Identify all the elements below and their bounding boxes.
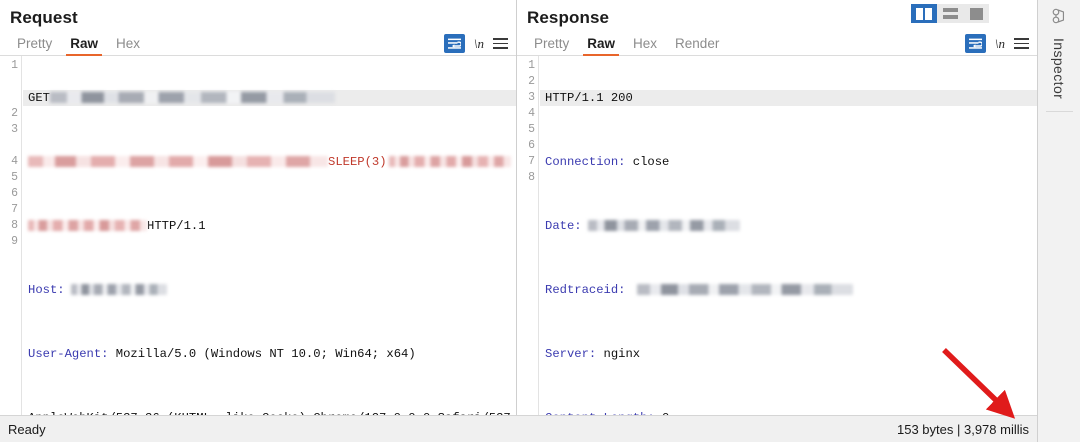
header-name-connection: Connection: <box>545 155 626 169</box>
request-line-1: GET <box>23 90 516 106</box>
tab-request-raw[interactable]: Raw <box>61 36 107 56</box>
header-value-server: nginx <box>603 347 641 361</box>
inspector-divider <box>1045 111 1073 113</box>
inspector-glasses-icon <box>1051 8 1067 29</box>
line-number <box>0 138 21 154</box>
response-line-2: Connection: close <box>540 154 1037 170</box>
newline-toggle-icon[interactable]: \n <box>994 35 1005 51</box>
request-title: Request <box>10 8 78 27</box>
line-number: 3 <box>528 91 535 104</box>
response-line-3: Date: <box>540 218 1037 234</box>
status-text: Ready <box>8 421 46 437</box>
request-line-ua-wrap: AppleWebKit/537.36 (KHTML, like Gecko) C… <box>23 410 516 415</box>
request-code-area[interactable]: 1 2 3 4 5 6 7 8 9 GET <box>0 56 516 415</box>
response-title: Response <box>527 8 610 27</box>
request-line-2: Host: <box>23 282 516 298</box>
line-number: 2 <box>528 75 535 88</box>
split-vertical-icon <box>916 7 932 20</box>
request-pane: Request Pretty Raw Hex <box>0 0 517 415</box>
response-tabbar[interactable]: Pretty Raw Hex Render <box>517 30 1037 56</box>
response-lines: HTTP/1.1 200 Connection: close Date: Red… <box>540 56 1037 415</box>
inspector-rail[interactable]: Inspector <box>1037 0 1080 442</box>
inspector-label[interactable]: Inspector <box>1051 38 1067 100</box>
line-number: 6 <box>11 187 18 200</box>
response-line-6: Content-Length: 0 <box>540 410 1037 415</box>
line-number: 6 <box>528 139 535 152</box>
header-value-connection: close <box>632 155 670 169</box>
redacted-date-value <box>587 220 740 231</box>
line-number: 1 <box>11 59 18 72</box>
layout-split-vertical-button[interactable] <box>911 4 937 23</box>
line-number: 4 <box>11 155 18 168</box>
status-bar: Ready 153 bytes | 3,978 millis <box>0 415 1037 442</box>
line-number: 2 <box>11 107 18 120</box>
line-number: 1 <box>528 59 535 72</box>
header-name-host: Host: <box>28 283 65 297</box>
response-code-area[interactable]: 1 2 3 4 5 6 7 8 HTTP/1.1 200 Connection:… <box>517 56 1037 415</box>
header-name-content-length: Content-Length: <box>545 411 655 415</box>
header-value-user-agent: Mozilla/5.0 (Windows NT 10.0; Win64; x64… <box>115 347 416 361</box>
newline-toggle-icon[interactable]: \n <box>473 35 484 51</box>
line-number: 4 <box>528 107 535 120</box>
editors-area: Request Pretty Raw Hex <box>0 0 1037 442</box>
line-number: 9 <box>11 235 18 248</box>
redacted-payload-tail <box>28 220 147 231</box>
tab-request-hex[interactable]: Hex <box>116 36 141 51</box>
line-number: 8 <box>11 219 18 232</box>
split-horizontal-icon <box>942 8 958 19</box>
line-number: 7 <box>528 155 535 168</box>
http-method: GET <box>28 91 50 105</box>
line-number: 7 <box>11 203 18 216</box>
word-wrap-icon[interactable] <box>964 34 986 53</box>
header-name-date: Date: <box>545 219 582 233</box>
request-line-gutter: 1 2 3 4 5 6 7 8 9 <box>0 56 22 415</box>
http-status-line: HTTP/1.1 200 <box>545 91 633 105</box>
response-line-1: HTTP/1.1 200 <box>540 90 1037 106</box>
response-line-gutter: 1 2 3 4 5 6 7 8 <box>517 56 539 415</box>
panes-container: Request Pretty Raw Hex <box>0 0 1037 415</box>
layout-toggle-group[interactable] <box>911 4 989 23</box>
header-name-redtraceid: Redtraceid: <box>545 283 626 297</box>
tab-request-pretty[interactable]: Pretty <box>17 36 53 51</box>
line-number: 3 <box>11 123 18 136</box>
redacted-payload-right <box>388 156 511 167</box>
redacted-redtraceid-value <box>637 284 854 295</box>
hamburger-menu-icon[interactable] <box>493 38 508 49</box>
layout-split-horizontal-button[interactable] <box>937 4 963 23</box>
sleep-payload-fragment: SLEEP(3) <box>328 155 387 169</box>
http-version: HTTP/1.1 <box>147 219 206 233</box>
request-line-payload: SLEEP(3) <box>23 154 516 170</box>
header-value-content-length: 0 <box>662 411 669 415</box>
request-line-continuation: HTTP/1.1 <box>23 218 516 234</box>
tab-response-hex[interactable]: Hex <box>633 36 658 51</box>
response-pane: Response Pretty Raw Hex Render <box>517 0 1037 415</box>
redacted-url <box>49 92 335 103</box>
response-line-4: Redtraceid: <box>540 282 1037 298</box>
response-line-5: Server: nginx <box>540 346 1037 362</box>
header-name-server: Server: <box>545 347 597 361</box>
request-tabbar[interactable]: Pretty Raw Hex <box>0 30 516 56</box>
response-tool-icons[interactable]: \n <box>964 34 1029 53</box>
request-line-3: User-Agent: Mozilla/5.0 (Windows NT 10.0… <box>23 346 516 362</box>
line-number <box>0 90 21 106</box>
header-value-user-agent-cont: AppleWebKit/537.36 (KHTML, like Gecko) C… <box>28 411 516 415</box>
redacted-host-value <box>70 284 167 295</box>
layout-single-pane-button[interactable] <box>963 4 989 23</box>
size-timing-text: 153 bytes | 3,978 millis <box>897 421 1029 437</box>
line-number <box>0 74 21 90</box>
tab-response-render[interactable]: Render <box>675 36 720 51</box>
hamburger-menu-icon[interactable] <box>1014 38 1029 49</box>
tab-response-pretty[interactable]: Pretty <box>534 36 570 51</box>
word-wrap-icon[interactable] <box>443 34 465 53</box>
line-number: 5 <box>11 171 18 184</box>
request-tool-icons[interactable]: \n <box>443 34 508 53</box>
line-number: 8 <box>528 171 535 184</box>
single-pane-icon <box>969 7 983 20</box>
request-lines: GET SLEEP(3) HTTP/1.1 Host: User-Agent: … <box>23 56 516 415</box>
header-name-user-agent: User-Agent: <box>28 347 109 361</box>
redacted-payload-left <box>28 156 328 167</box>
line-number: 5 <box>528 123 535 136</box>
tab-response-raw[interactable]: Raw <box>578 36 624 56</box>
